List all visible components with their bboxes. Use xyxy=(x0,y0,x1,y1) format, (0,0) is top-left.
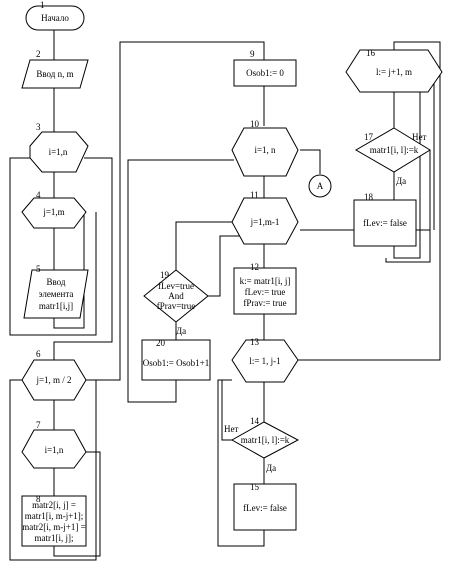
block-number: 6 xyxy=(36,349,41,359)
flowchart-blocks xyxy=(21,5,443,547)
branch-label-yes-17: Да xyxy=(396,176,406,186)
block-number: 18 xyxy=(364,192,374,202)
block-12-label: fPrav:= true xyxy=(243,298,286,308)
block-number: 11 xyxy=(250,190,259,200)
block-number: 9 xyxy=(250,49,255,59)
connector-lines xyxy=(9,30,441,561)
block-number: 12 xyxy=(250,262,259,272)
block-8-process xyxy=(21,495,87,547)
block-19-label: fLev=true xyxy=(158,281,194,291)
block-number: 14 xyxy=(250,416,260,426)
block-6-label: j=1, m / 2 xyxy=(35,375,71,385)
block-number: 19 xyxy=(160,270,170,280)
block-17-decision xyxy=(355,127,431,173)
branch-label-yes-19: Да xyxy=(176,326,186,336)
block-19-label: And xyxy=(168,291,184,301)
block-11-loop xyxy=(231,197,299,245)
block-10-loop xyxy=(231,127,299,177)
block-number: 4 xyxy=(36,190,41,200)
block-4-label: j=1,m xyxy=(42,207,64,217)
block-1-start xyxy=(25,5,85,31)
block-number: 8 xyxy=(36,494,41,504)
block-8-label: matr1[i, m-j+1]; xyxy=(25,511,84,521)
block-10-label: i=1, n xyxy=(254,145,276,155)
block-14-label: matr1[i, l]:=k xyxy=(241,435,290,445)
block-7-loop xyxy=(21,429,87,469)
block-1-label: Начало xyxy=(41,13,69,23)
block-19-decision xyxy=(143,269,209,323)
branch-label-yes-14: Да xyxy=(266,463,276,473)
block-number: 2 xyxy=(36,49,41,59)
block-17-label: matr1[i, l]:=k xyxy=(370,145,419,155)
block-20-process xyxy=(141,339,211,381)
block-12-label: fLev:= true xyxy=(245,287,286,297)
block-numbers: 1 2 3 4 5 6 7 8 9 10 11 12 13 14 15 16 1… xyxy=(36,0,376,504)
block-labels: Начало Ввод n, m i=1,n j=1,m Ввод элемен… xyxy=(22,13,418,543)
block-3-label: i=1,n xyxy=(49,147,68,157)
block-13-label: l:= 1, j-1 xyxy=(249,356,280,366)
block-5-label: элемента xyxy=(39,289,74,299)
block-7-label: i=1,n xyxy=(45,445,64,455)
block-16-label: l:= j+1, m xyxy=(376,67,412,77)
block-number: 3 xyxy=(36,122,41,132)
block-6-loop xyxy=(21,359,87,401)
block-9-process xyxy=(233,59,297,87)
block-18-label: fLev:= false xyxy=(363,218,407,228)
block-number: 20 xyxy=(156,338,166,348)
connector-a-label: A xyxy=(317,181,324,191)
block-number: 15 xyxy=(250,482,260,492)
block-4-loop xyxy=(21,197,87,229)
block-15-label: fLev:= false xyxy=(243,503,287,513)
branch-label-no-17: Нет xyxy=(412,132,426,142)
block-5-input xyxy=(23,269,89,319)
block-5-label: Ввод xyxy=(46,277,65,287)
block-number: 13 xyxy=(250,337,260,347)
block-9-label: Osob1:= 0 xyxy=(246,68,284,78)
block-8-label: matr1[i, j]; xyxy=(35,533,74,543)
block-14-decision xyxy=(230,421,300,459)
block-18-process xyxy=(353,199,417,247)
block-number: 10 xyxy=(250,119,260,129)
connector-a xyxy=(308,174,332,198)
block-number: 5 xyxy=(36,264,41,274)
block-3-loop xyxy=(29,131,89,173)
block-number: 1 xyxy=(40,0,45,10)
branch-label-no-14: Нет xyxy=(224,424,238,434)
block-16-loop xyxy=(345,49,443,93)
block-number: 17 xyxy=(364,132,374,142)
block-20-label: Osob1:= Osob1+1 xyxy=(143,358,209,368)
block-5-label: matr1[i,j] xyxy=(39,301,73,311)
block-2-input xyxy=(21,59,89,89)
block-13-loop xyxy=(231,339,299,383)
block-15-process xyxy=(233,483,297,531)
block-2-label: Ввод n, m xyxy=(36,69,73,79)
block-8-label: matr2[i, j] = xyxy=(32,500,76,510)
block-number: 16 xyxy=(366,48,376,58)
block-12-label: k:= matr1[i, j] xyxy=(240,276,291,286)
block-19-label: fPrav=true xyxy=(157,301,196,311)
block-8-label: matr2[i, m-j+1] = xyxy=(22,522,85,532)
block-12-process xyxy=(233,267,297,315)
block-11-label: j=1,m-1 xyxy=(250,217,280,227)
branch-labels: Нет Да Да Нет Да xyxy=(176,132,426,473)
block-number: 7 xyxy=(36,420,41,430)
